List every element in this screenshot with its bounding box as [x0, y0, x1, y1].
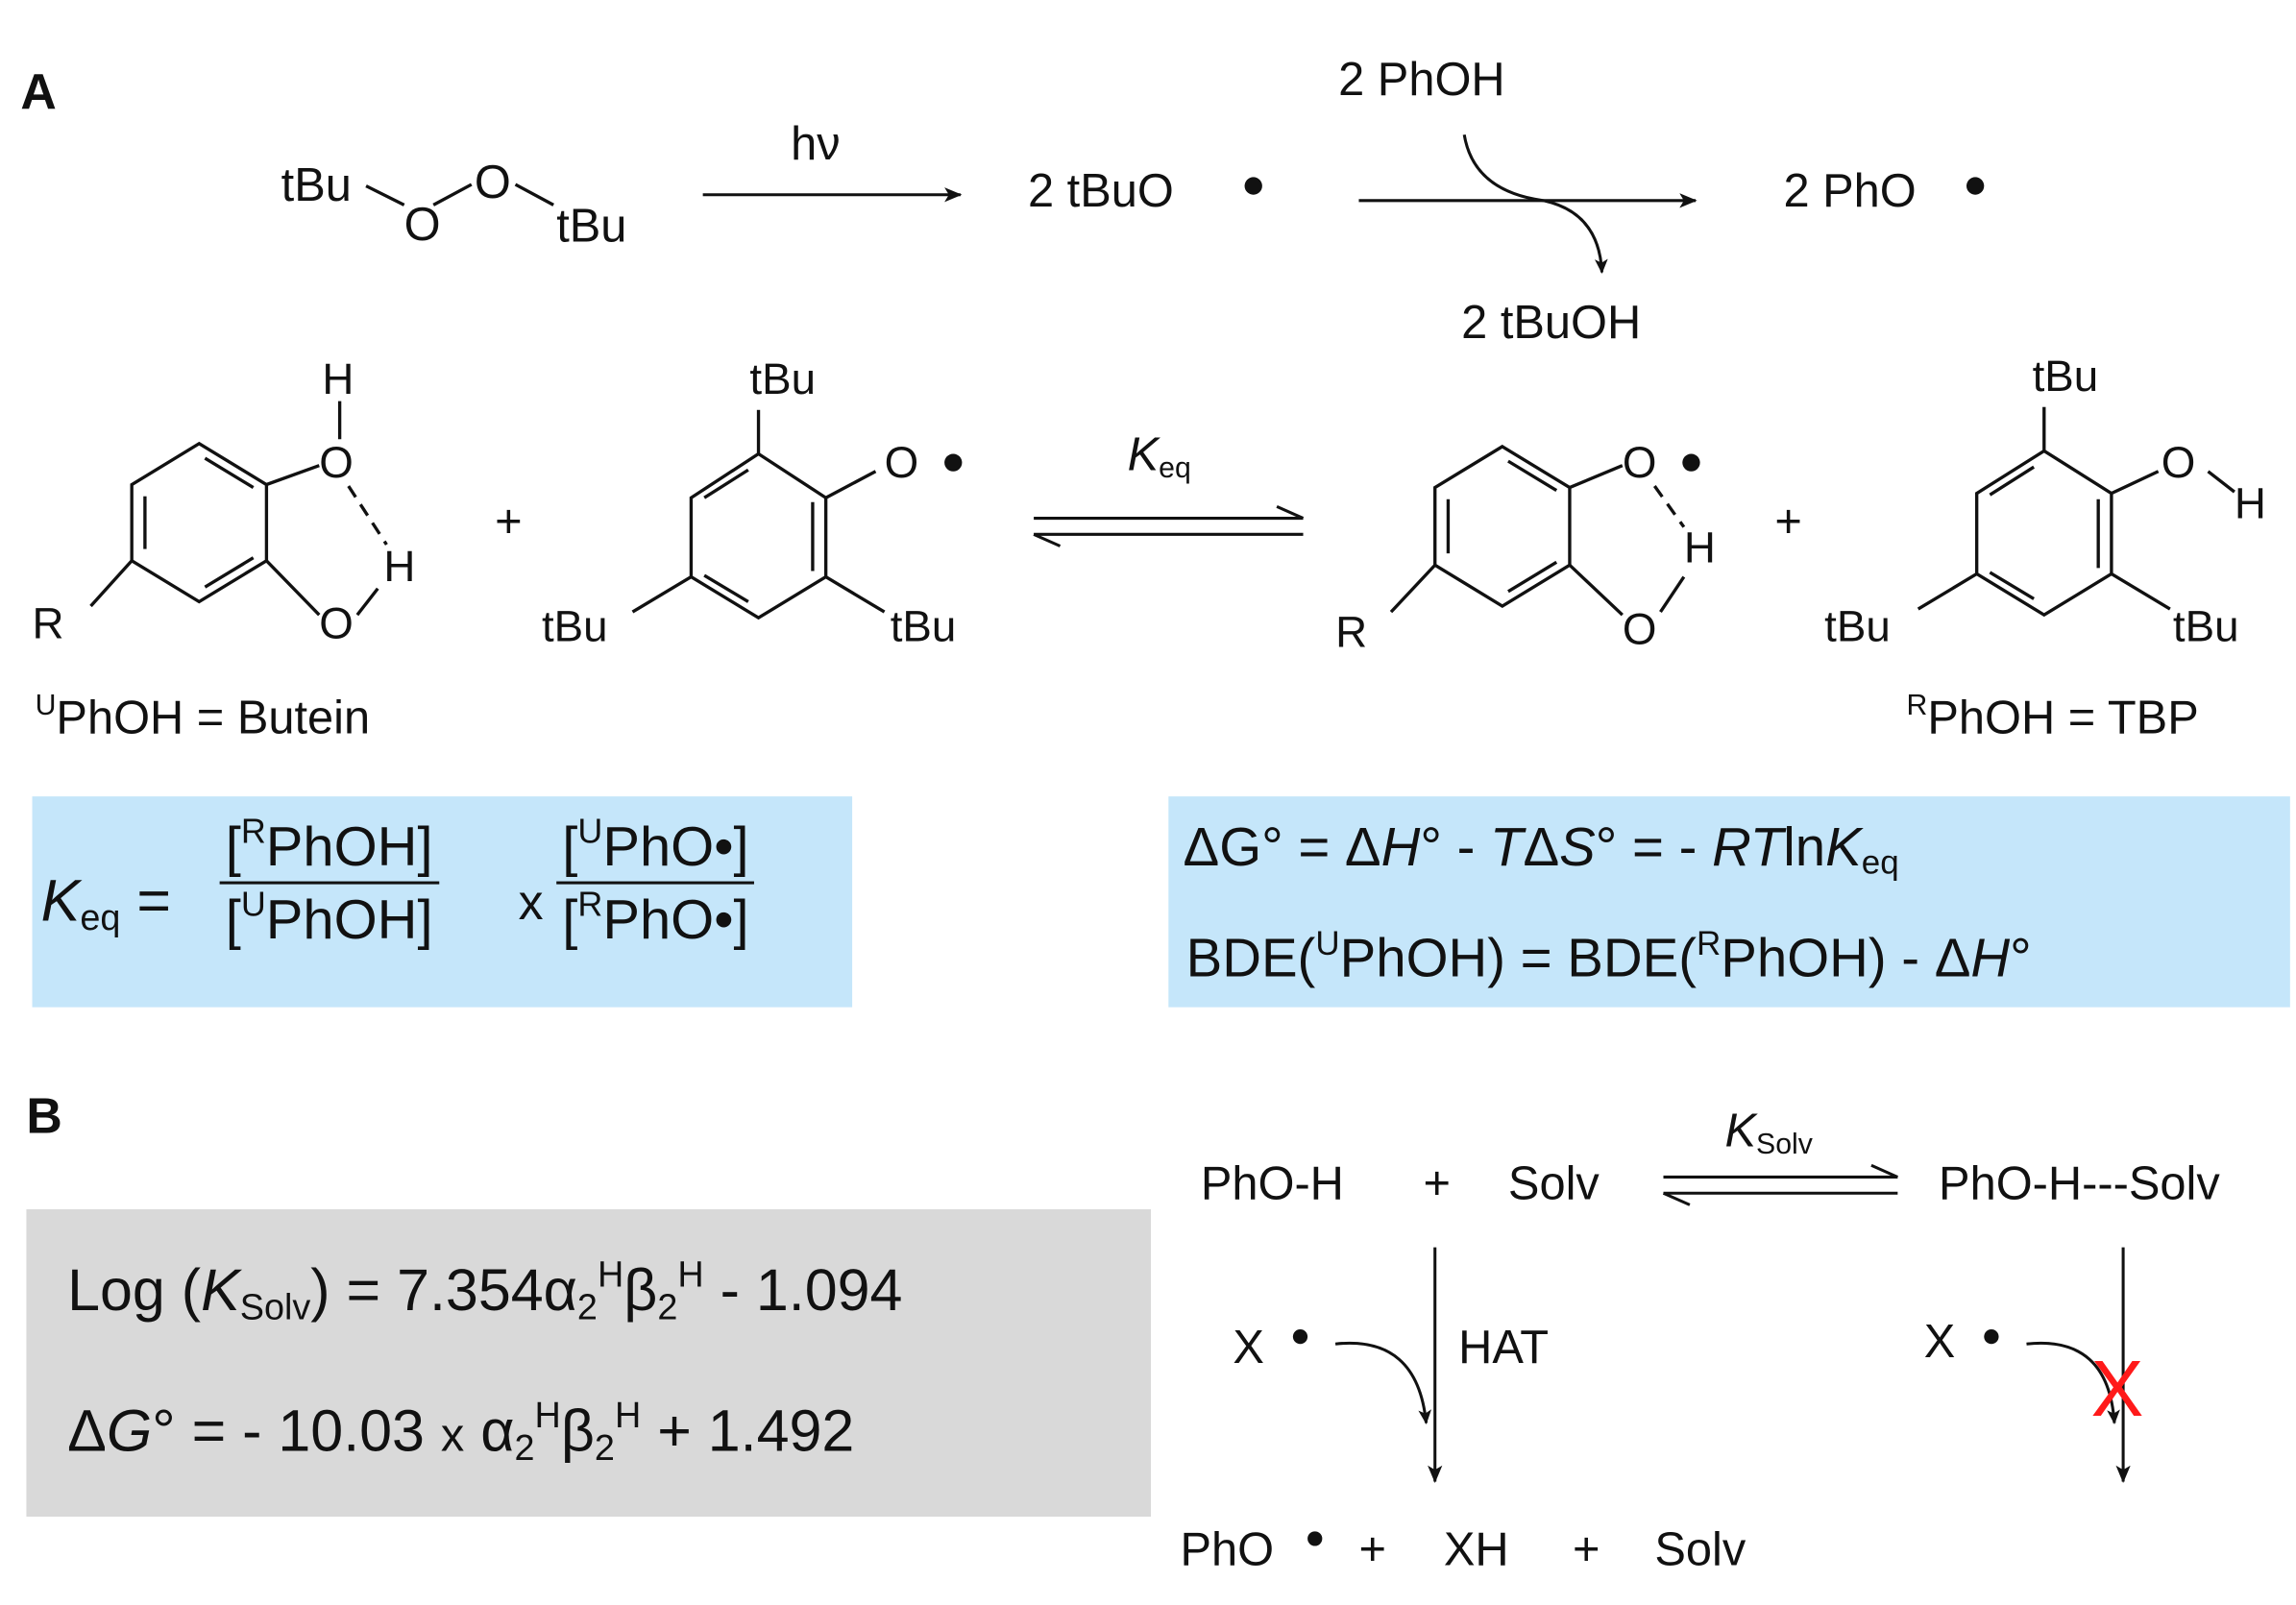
- solv-label: Solv: [1507, 1156, 1600, 1209]
- keq-equation-box: [32, 796, 853, 1008]
- tbp-h: H: [2234, 479, 2266, 529]
- thermo-equation-box: [1168, 796, 2290, 1008]
- delta-g-equation: ΔG° = - 10.03 x α2Hβ2H + 1.492: [67, 1396, 855, 1470]
- solv-product-label: Solv: [1654, 1522, 1746, 1576]
- plus-b1: +: [1423, 1156, 1452, 1209]
- tbp-ring: [1917, 406, 2235, 618]
- phoh-reagent-label: 2 PhOH: [1338, 52, 1505, 106]
- tbp-caption: RPhOH = TBP: [1906, 690, 2199, 744]
- phoh-solv-complex-label: PhO-H---Solv: [1939, 1156, 2220, 1209]
- plus-sign-2: +: [1774, 495, 1802, 548]
- peroxide-o2: O: [474, 155, 511, 208]
- gibbs-equation: ΔG° = ΔH° - TΔS° = - RTlnKeq: [1183, 816, 1899, 882]
- phoh-label: PhO-H: [1200, 1156, 1344, 1209]
- butein-h-mid: H: [383, 543, 416, 592]
- butein-radical-r: R: [1335, 609, 1368, 658]
- keq-fraction-1: [RPhOH] [UPhOH]: [219, 814, 439, 952]
- pho-product-label: PhO: [1180, 1522, 1275, 1576]
- x-radical-right: X: [1923, 1314, 1956, 1368]
- phoh-in-curve: [1462, 134, 1535, 201]
- keq-fraction-2-denominator: [RPhO•]: [562, 885, 749, 952]
- x-radical-left: X: [1233, 1320, 1264, 1374]
- butein-r: R: [32, 599, 64, 649]
- ksolv-arrow-label: KSolv: [1724, 1104, 1813, 1161]
- plus-b2: +: [1358, 1522, 1386, 1576]
- butein-radical-o-top: O: [1622, 439, 1657, 488]
- hv-label: hν: [791, 116, 841, 170]
- pho-product-dot: [1307, 1531, 1323, 1546]
- butein-o-top: O: [319, 439, 354, 488]
- x-left-dot: [1292, 1328, 1308, 1345]
- peroxide-o1: O: [403, 197, 441, 251]
- keq-arrow-label: Keq: [1127, 427, 1191, 485]
- peroxide-bonds: [365, 182, 554, 207]
- plus-sign-1: +: [495, 495, 523, 548]
- plus-b3: +: [1572, 1522, 1600, 1576]
- keq-fraction-2: [UPhO•] [RPhO•]: [556, 814, 755, 952]
- tbp-radical-tbu-left: tBu: [541, 602, 608, 652]
- tbp-radical-o: O: [884, 439, 919, 488]
- panel-label-b: B: [26, 1089, 62, 1145]
- bde-equation: BDE(UPhOH) = BDE(RPhOH) - ΔH°: [1185, 923, 2032, 988]
- butein-radical-ring: [1389, 444, 1686, 617]
- tbp-radical-tbu-top: tBu: [749, 355, 817, 404]
- tbuoh-out-curve: [1534, 197, 1608, 275]
- ksolv-equation-box: [26, 1208, 1152, 1518]
- tbp-tbu-left: tBu: [1824, 602, 1891, 652]
- butein-h-top: H: [322, 355, 354, 404]
- tbp-tbu-right: tBu: [2172, 602, 2239, 652]
- keq-fraction-1-numerator: [RPhOH]: [219, 814, 439, 885]
- keq-equilibrium-arrows: [1033, 504, 1305, 547]
- tbp-radical-tbu-right: tBu: [890, 602, 957, 652]
- tbp-tbu-top: tBu: [2032, 353, 2099, 401]
- keq-fraction-2-numerator: [UPhO•]: [556, 814, 755, 885]
- hat-label: HAT: [1458, 1320, 1550, 1374]
- keq-fraction-1-denominator: [UPhOH]: [225, 885, 433, 952]
- tbuoh-product-label: 2 tBuOH: [1461, 295, 1642, 349]
- xh-label: XH: [1443, 1522, 1509, 1576]
- panel-label-a: A: [20, 64, 57, 120]
- tbp-radical-dot: [944, 453, 963, 472]
- peroxide-tbu-right: tBu: [556, 199, 627, 253]
- pho-radical-dot: [1966, 177, 1985, 195]
- butein-radical-dot: [1682, 453, 1700, 472]
- keq-eq-lhs: Keq =: [40, 869, 171, 939]
- peroxide-tbu-left: tBu: [281, 158, 352, 211]
- tbp-o: O: [2161, 439, 2196, 488]
- log-ksolv-equation: Log (KSolv) = 7.354α2Hβ2H - 1.094: [67, 1255, 903, 1328]
- butein-radical-o-bot: O: [1622, 606, 1657, 655]
- butein-o-bot: O: [319, 599, 354, 649]
- ksolv-equilibrium-arrows: [1662, 1163, 1898, 1206]
- butein-caption: UPhOH = Butein: [35, 690, 371, 744]
- tbp-radical-ring: [631, 409, 886, 620]
- butein-ring: [89, 401, 388, 617]
- tbuo-radical-dot: [1244, 177, 1262, 195]
- x-right-dot: [1984, 1328, 1999, 1345]
- keq-times: x: [518, 875, 544, 932]
- blocked-mark: X: [2090, 1345, 2144, 1434]
- tbuo-radical-label: 2 tBuO: [1027, 163, 1174, 217]
- x-left-curve: [1334, 1341, 1432, 1425]
- x-right-curve: [2026, 1341, 2120, 1425]
- pho-radical-label: 2 PhO: [1783, 163, 1917, 217]
- butein-radical-h: H: [1683, 523, 1716, 572]
